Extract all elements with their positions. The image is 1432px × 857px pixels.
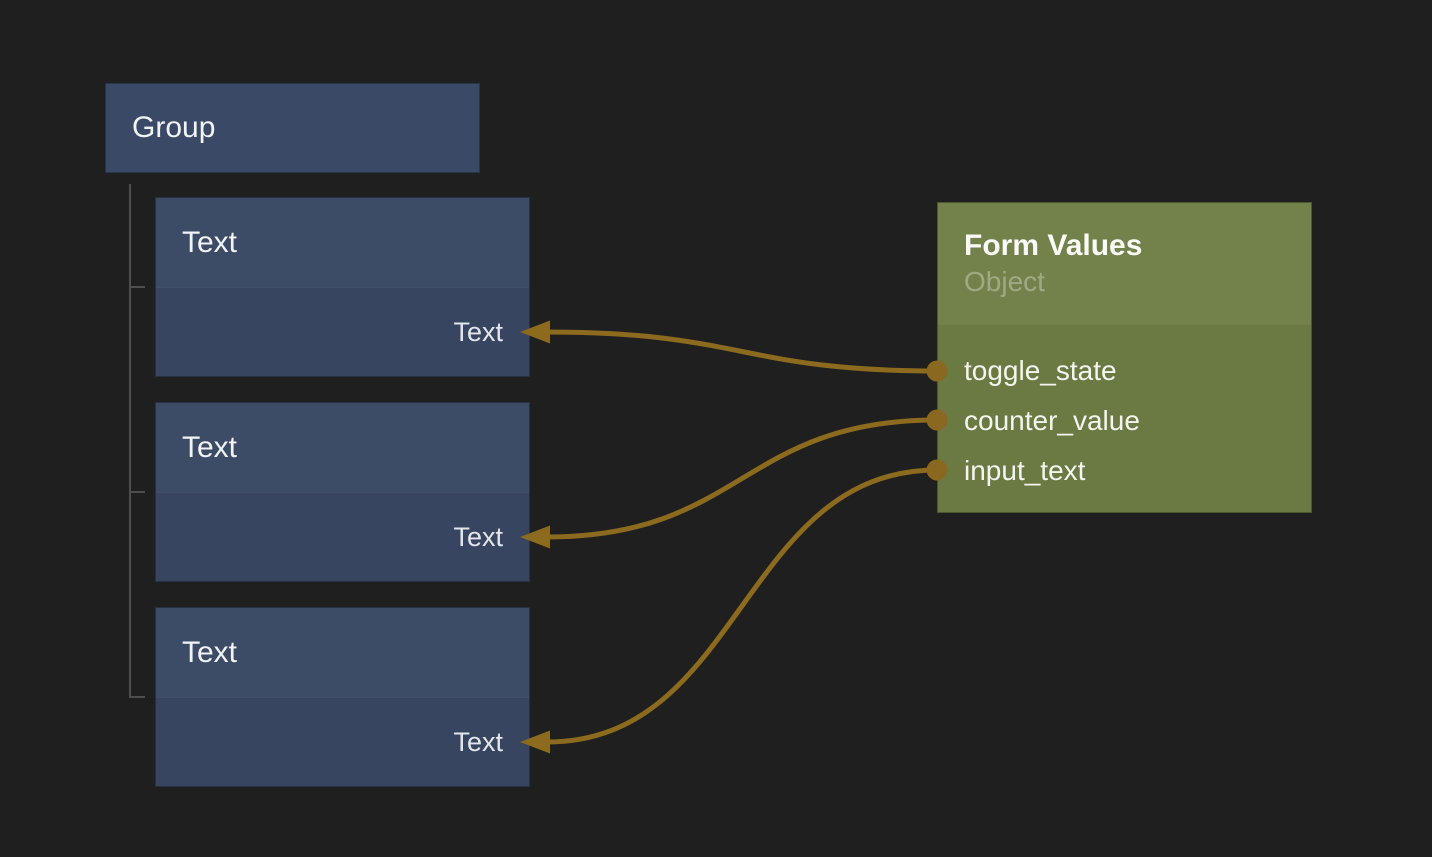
text-node-2[interactable]: Text Text — [155, 402, 530, 582]
group-node[interactable]: Group — [105, 83, 480, 173]
text-node-1-input-port[interactable]: Text — [453, 317, 503, 347]
output-port-row-toggle-state[interactable]: toggle_state — [938, 346, 1311, 396]
text-node-3-input-port[interactable]: Text — [453, 727, 503, 757]
form-values-node-subtitle: Object — [964, 266, 1045, 298]
connection-wire-toggle-state[interactable] — [544, 329, 940, 374]
text-node-2-header[interactable]: Text — [156, 403, 529, 492]
form-values-node-header[interactable]: Form Values Object — [938, 203, 1311, 324]
connection-wire-counter-value[interactable] — [544, 417, 940, 540]
text-node-3-body: Text — [156, 697, 529, 787]
form-values-node-title: Form Values — [964, 228, 1143, 262]
form-values-node[interactable]: Form Values Object toggle_state counter_… — [937, 202, 1312, 513]
form-values-node-body: toggle_state counter_value input_text — [938, 324, 1311, 496]
connection-wire-input-text[interactable] — [544, 467, 940, 745]
output-port-label: input_text — [964, 455, 1086, 486]
text-node-3[interactable]: Text Text — [155, 607, 530, 787]
group-node-title: Group — [132, 111, 216, 144]
text-node-1-title: Text — [182, 225, 238, 259]
output-port-row-input-text[interactable]: input_text — [938, 446, 1311, 496]
group-children-connector — [129, 184, 145, 698]
text-node-1-body: Text — [156, 287, 529, 377]
text-node-1[interactable]: Text Text — [155, 197, 530, 377]
text-node-2-input-port[interactable]: Text — [453, 522, 503, 552]
text-node-1-header[interactable]: Text — [156, 198, 529, 287]
output-port-label: counter_value — [964, 405, 1140, 436]
output-port-row-counter-value[interactable]: counter_value — [938, 396, 1311, 446]
text-node-3-title: Text — [182, 635, 238, 669]
text-node-3-header[interactable]: Text — [156, 608, 529, 697]
text-node-2-body: Text — [156, 492, 529, 582]
text-node-2-title: Text — [182, 430, 238, 464]
output-port-label: toggle_state — [964, 355, 1117, 386]
